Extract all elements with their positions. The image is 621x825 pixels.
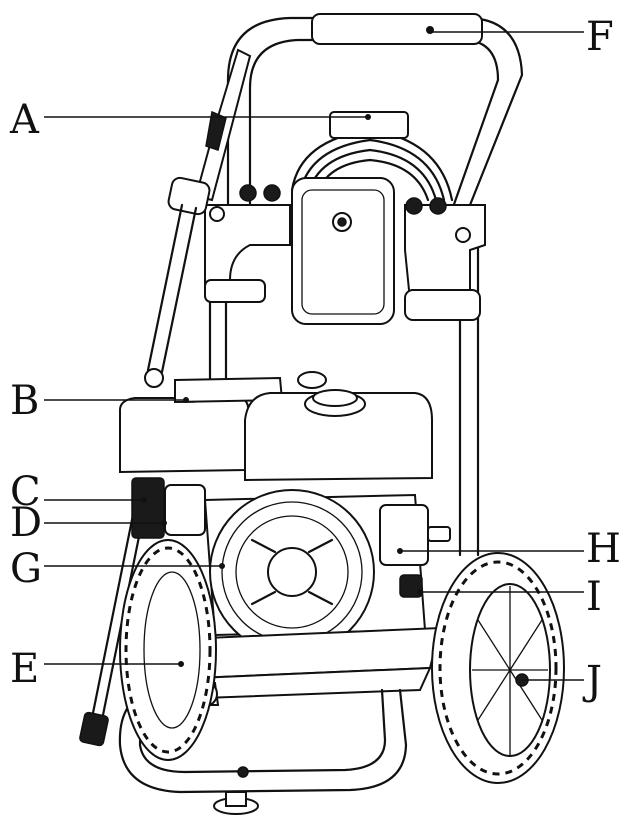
- fuel-tank: [244, 392, 433, 482]
- choke-area: [131, 477, 165, 539]
- pump: [379, 504, 429, 566]
- spray-gun: [79, 48, 252, 747]
- handle-grip: [311, 13, 483, 45]
- hose-reel: [290, 111, 454, 325]
- frame-handle: [208, 13, 524, 557]
- callout-e: E: [10, 646, 39, 692]
- callout-d: D: [10, 500, 42, 546]
- front-loop: [118, 688, 408, 815]
- callout-g: G: [10, 546, 42, 592]
- left-wheel: [119, 539, 217, 761]
- outlet: [399, 574, 423, 598]
- callout-b: B: [10, 378, 39, 424]
- right-wheel: [431, 552, 565, 784]
- callout-labels: A B C D E F G H I J: [9, 14, 621, 704]
- callout-j: J: [582, 658, 602, 704]
- callout-i: I: [586, 574, 602, 620]
- callout-h: H: [586, 526, 621, 572]
- engine: [119, 371, 451, 655]
- frame-brackets: [204, 184, 486, 321]
- callout-a: A: [9, 97, 40, 143]
- air-filter: [119, 397, 250, 474]
- callout-f: F: [586, 14, 614, 60]
- wand-tip: [79, 711, 109, 747]
- reel-cover: [291, 177, 395, 325]
- reel-bracket: [329, 111, 409, 139]
- leader-lines: [44, 31, 584, 681]
- callout-c: C: [10, 469, 41, 515]
